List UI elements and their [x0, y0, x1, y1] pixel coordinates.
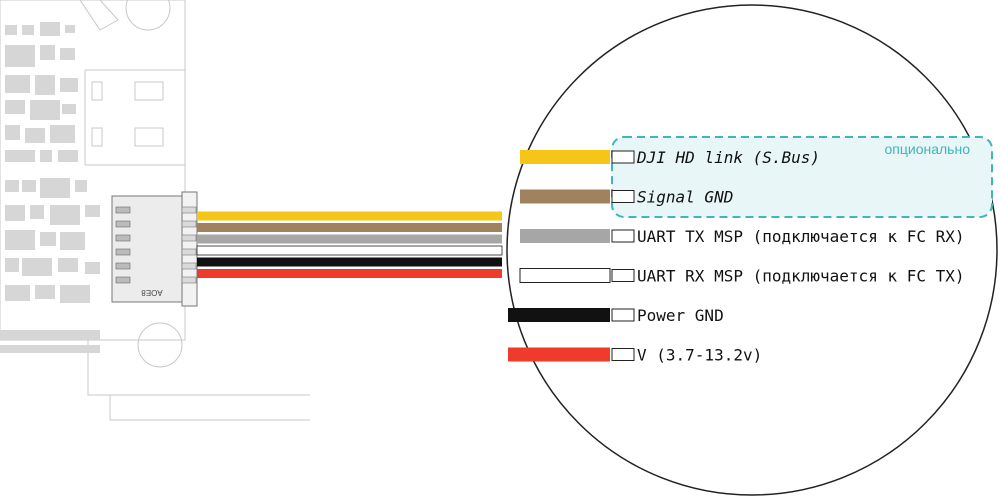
- wire-label: DJI HD link (S.Bus): [636, 148, 820, 167]
- pcb-component: [62, 104, 76, 114]
- wire-terminal: [611, 308, 635, 322]
- optional-box: [611, 136, 993, 218]
- connector-marking: AOE8: [141, 288, 163, 297]
- wire-end: [508, 347, 610, 362]
- pcb-component: [35, 285, 55, 299]
- wire-run: [196, 245, 503, 256]
- connector-pin: [115, 248, 131, 256]
- pcb-component: [60, 78, 78, 92]
- wire-run: [197, 269, 502, 278]
- connector-contact: [181, 248, 197, 256]
- wire-label: UART TX MSP (подключается к FC RX): [637, 227, 965, 246]
- wire-run: [197, 234, 502, 244]
- wire-label: Signal GND: [637, 188, 733, 207]
- pcb-component: [0, 345, 100, 353]
- pcb-component: [22, 258, 52, 276]
- pcb-component: [5, 100, 25, 114]
- wire-legend: DJI HD link (S.Bus) Signal GND UART TX MSP…: [508, 148, 965, 365]
- magnifier-circle: [506, 4, 998, 496]
- wire-runs: [196, 211, 503, 278]
- wire-run: [197, 257, 502, 267]
- pcb-component: [0, 330, 100, 340]
- pcb-component: [85, 205, 100, 217]
- connector-contact: [181, 220, 197, 228]
- pcb-component: [40, 150, 52, 162]
- wire-terminal: [611, 229, 635, 243]
- pcb-component: [5, 285, 30, 301]
- pcb-component: [5, 45, 35, 67]
- jst-connector: AOE8: [111, 191, 198, 307]
- pcb-component: [5, 180, 19, 192]
- wire-end: [520, 189, 610, 204]
- pcb-component: [30, 100, 60, 120]
- pcb-component: [65, 25, 75, 33]
- connector-contact: [181, 262, 197, 270]
- pcb-component: [22, 25, 34, 35]
- wire-terminal: [611, 269, 635, 282]
- pcb-component: [5, 205, 25, 221]
- pcb-component: [22, 180, 36, 192]
- connector-contact: [181, 234, 197, 242]
- pcb-component: [35, 75, 55, 95]
- pcb-component: [5, 258, 19, 272]
- wire-end: [508, 308, 610, 322]
- pcb-component: [40, 22, 60, 36]
- pcb-component: [58, 258, 78, 272]
- pcb-component: [60, 48, 75, 60]
- pcb-component: [5, 125, 20, 140]
- optional-label: опционально: [885, 141, 971, 157]
- pcb-component: [5, 150, 35, 162]
- pcb-component: [60, 232, 85, 250]
- connector-contact: [181, 276, 197, 284]
- connector-pin: [115, 220, 131, 228]
- pcb-component: [40, 45, 55, 60]
- connector-pins: [115, 206, 197, 284]
- pcb-board-drawing: [0, 0, 310, 421]
- pcb-component: [60, 285, 90, 303]
- wire-label: V (3.7-13.2v): [637, 346, 762, 365]
- pcb-component: [5, 75, 30, 93]
- pcb-component: [25, 128, 45, 143]
- pcb-component: [30, 205, 44, 219]
- pcb-component: [40, 232, 56, 246]
- connector-pin: [115, 234, 131, 242]
- connector-contact: [181, 206, 197, 214]
- wire-run: [197, 211, 502, 221]
- wire-terminal: [611, 150, 635, 164]
- wire-run: [197, 223, 502, 232]
- wire-end: [520, 229, 610, 243]
- pcb-component: [50, 205, 80, 225]
- pcb-component: [85, 262, 100, 274]
- pcb-components: [0, 22, 100, 353]
- pcb-component: [50, 125, 75, 143]
- pcb-component: [75, 180, 87, 192]
- pcb-component: [5, 230, 35, 250]
- wire-end: [519, 268, 611, 283]
- connector-pin: [115, 262, 131, 270]
- wire-end: [520, 150, 610, 164]
- pcb-component: [40, 178, 70, 198]
- connector-pin: [115, 206, 131, 214]
- wire-terminal: [611, 190, 635, 203]
- pcb-component: [58, 150, 78, 162]
- connector-pin: [115, 276, 131, 284]
- wire-label: Power GND: [637, 306, 724, 325]
- wire-terminal: [611, 348, 635, 361]
- wire-label: UART RX MSP (подключается к FC TX): [637, 267, 965, 286]
- pcb-component: [5, 25, 17, 35]
